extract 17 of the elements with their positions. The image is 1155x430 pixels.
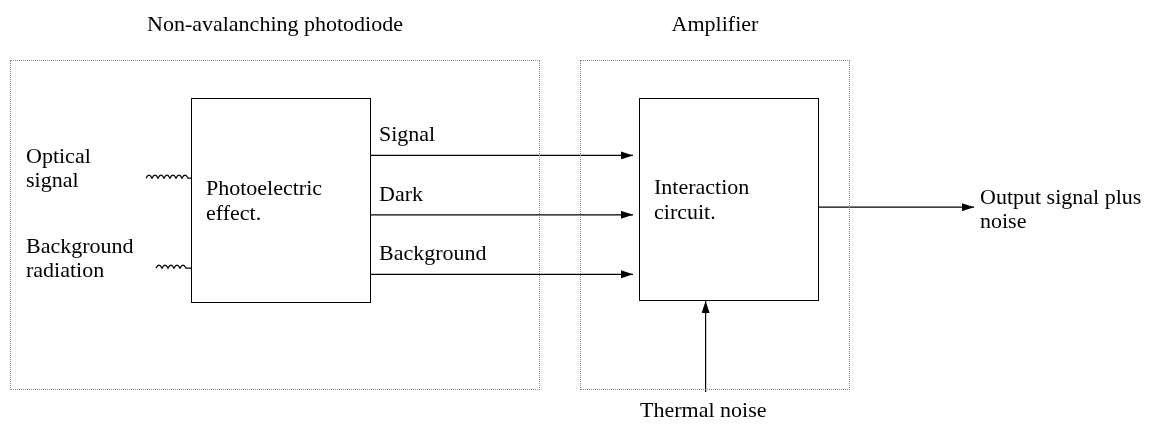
box-label: Interaction circuit. (654, 175, 751, 224)
group-heading: Amplifier (670, 11, 760, 37)
wavy-line (155, 264, 192, 269)
node-label: Background radiation (26, 234, 136, 283)
process-box (191, 98, 371, 303)
node-label: Thermal noise (640, 398, 790, 423)
arrow (370, 210, 634, 219)
process-box (639, 98, 819, 301)
group-heading: Non-avalanching photodiode (146, 11, 404, 37)
arrow (701, 300, 710, 393)
arrow (370, 270, 634, 279)
arrow (370, 151, 634, 160)
box-label: Photoelectric effect. (206, 176, 324, 225)
wavy-line (145, 174, 192, 179)
node-label: Optical signal (26, 144, 126, 193)
arrow (818, 203, 975, 212)
node-label: Output signal plus noise (980, 185, 1150, 234)
